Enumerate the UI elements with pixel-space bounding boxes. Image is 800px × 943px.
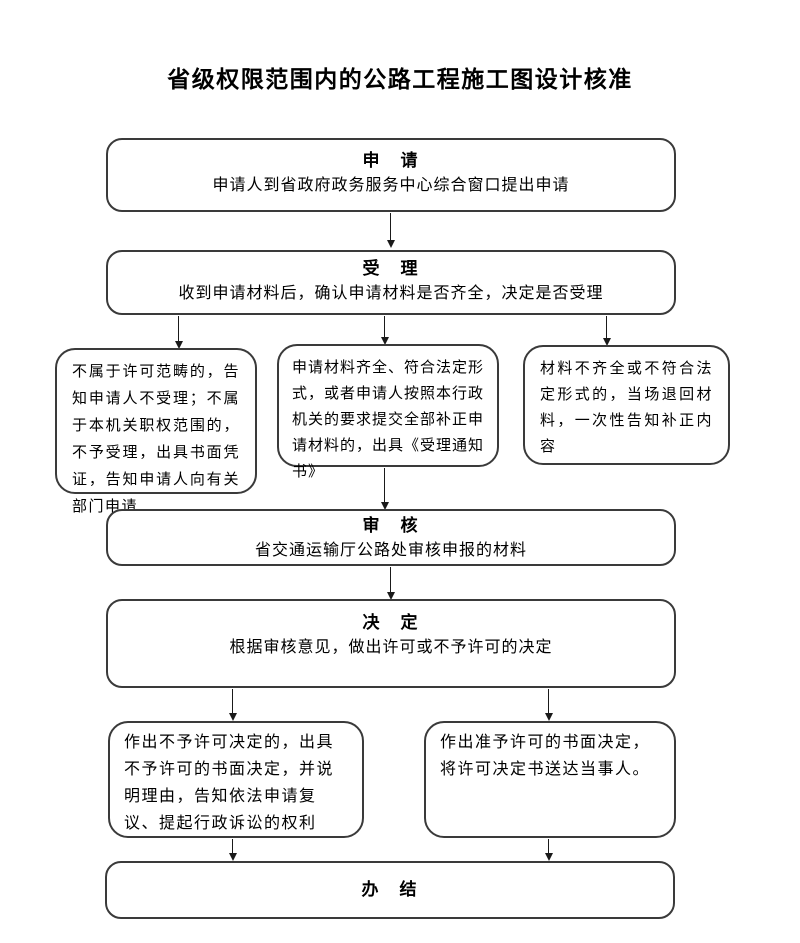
page-title: 省级权限范围内的公路工程施工图设计核准	[167, 66, 633, 92]
apply-box: 申 请 申请人到省政府政务服务中心综合窗口提出申请	[106, 138, 676, 212]
branch-accepted-text: 申请材料齐全、符合法定形式，或者申请人按照本行政机关的要求提交全部补正申请材料的…	[292, 360, 485, 480]
apply-heading: 申 请	[362, 151, 420, 170]
branch-incomplete-text: 材料不齐全或不符合法定形式的，当场退回材料，一次性告知补正内容	[540, 361, 713, 455]
accept-heading: 受 理	[362, 259, 420, 278]
arrow-accept-to-incomplete	[602, 316, 611, 346]
arrow-accept-to-accepted	[380, 316, 389, 345]
arrow-accepted-to-review	[380, 468, 389, 510]
complete-box: 办 结	[105, 861, 675, 919]
arrow-apply-to-accept	[386, 213, 395, 248]
branch-reject-box: 不属于许可范畴的，告知申请人不受理；不属于本机关职权范围的，不予受理，出具书面凭…	[55, 348, 257, 515]
review-desc: 省交通运输厅公路处审核申报的材料	[254, 542, 527, 559]
branch-accepted-box: 申请材料齐全、符合法定形式，或者申请人按照本行政机关的要求提交全部补正申请材料的…	[277, 344, 499, 480]
branch-incomplete-box: 材料不齐全或不符合法定形式的，当场退回材料，一次性告知补正内容	[523, 345, 730, 465]
arrow-decision-to-grant	[544, 689, 553, 721]
arrow-accept-to-reject	[174, 316, 183, 349]
branch-reject-text: 不属于许可范畴的，告知申请人不受理；不属于本机关职权范围的，不予受理，出具书面凭…	[72, 364, 240, 515]
complete-heading: 办 结	[361, 880, 419, 899]
accept-desc: 收到申请材料后，确认申请材料是否齐全，决定是否受理	[178, 285, 604, 302]
arrow-decision-to-deny	[228, 689, 237, 721]
outcome-deny-text: 作出不予许可决定的，出具不予许可的书面决定，并说明理由，告知依法申请复议、提起行…	[124, 734, 335, 832]
accept-box: 受 理 收到申请材料后，确认申请材料是否齐全，决定是否受理	[106, 250, 676, 315]
apply-desc: 申请人到省政府政务服务中心综合窗口提出申请	[212, 177, 570, 194]
decision-desc: 根据审核意见，做出许可或不予许可的决定	[229, 639, 553, 656]
arrow-deny-to-complete	[228, 839, 237, 861]
review-box: 审 核 省交通运输厅公路处审核申报的材料	[106, 509, 676, 566]
arrow-review-to-decision	[386, 567, 395, 600]
decision-box: 决 定 根据审核意见，做出许可或不予许可的决定	[106, 599, 676, 688]
outcome-grant-box: 作出准予许可的书面决定，将许可决定书送达当事人。	[424, 721, 676, 838]
review-heading: 审 核	[362, 516, 420, 535]
decision-heading: 决 定	[362, 613, 420, 632]
outcome-deny-box: 作出不予许可决定的，出具不予许可的书面决定，并说明理由，告知依法申请复议、提起行…	[108, 721, 364, 838]
arrow-grant-to-complete	[544, 839, 553, 861]
outcome-grant-text: 作出准予许可的书面决定，将许可决定书送达当事人。	[440, 734, 651, 778]
